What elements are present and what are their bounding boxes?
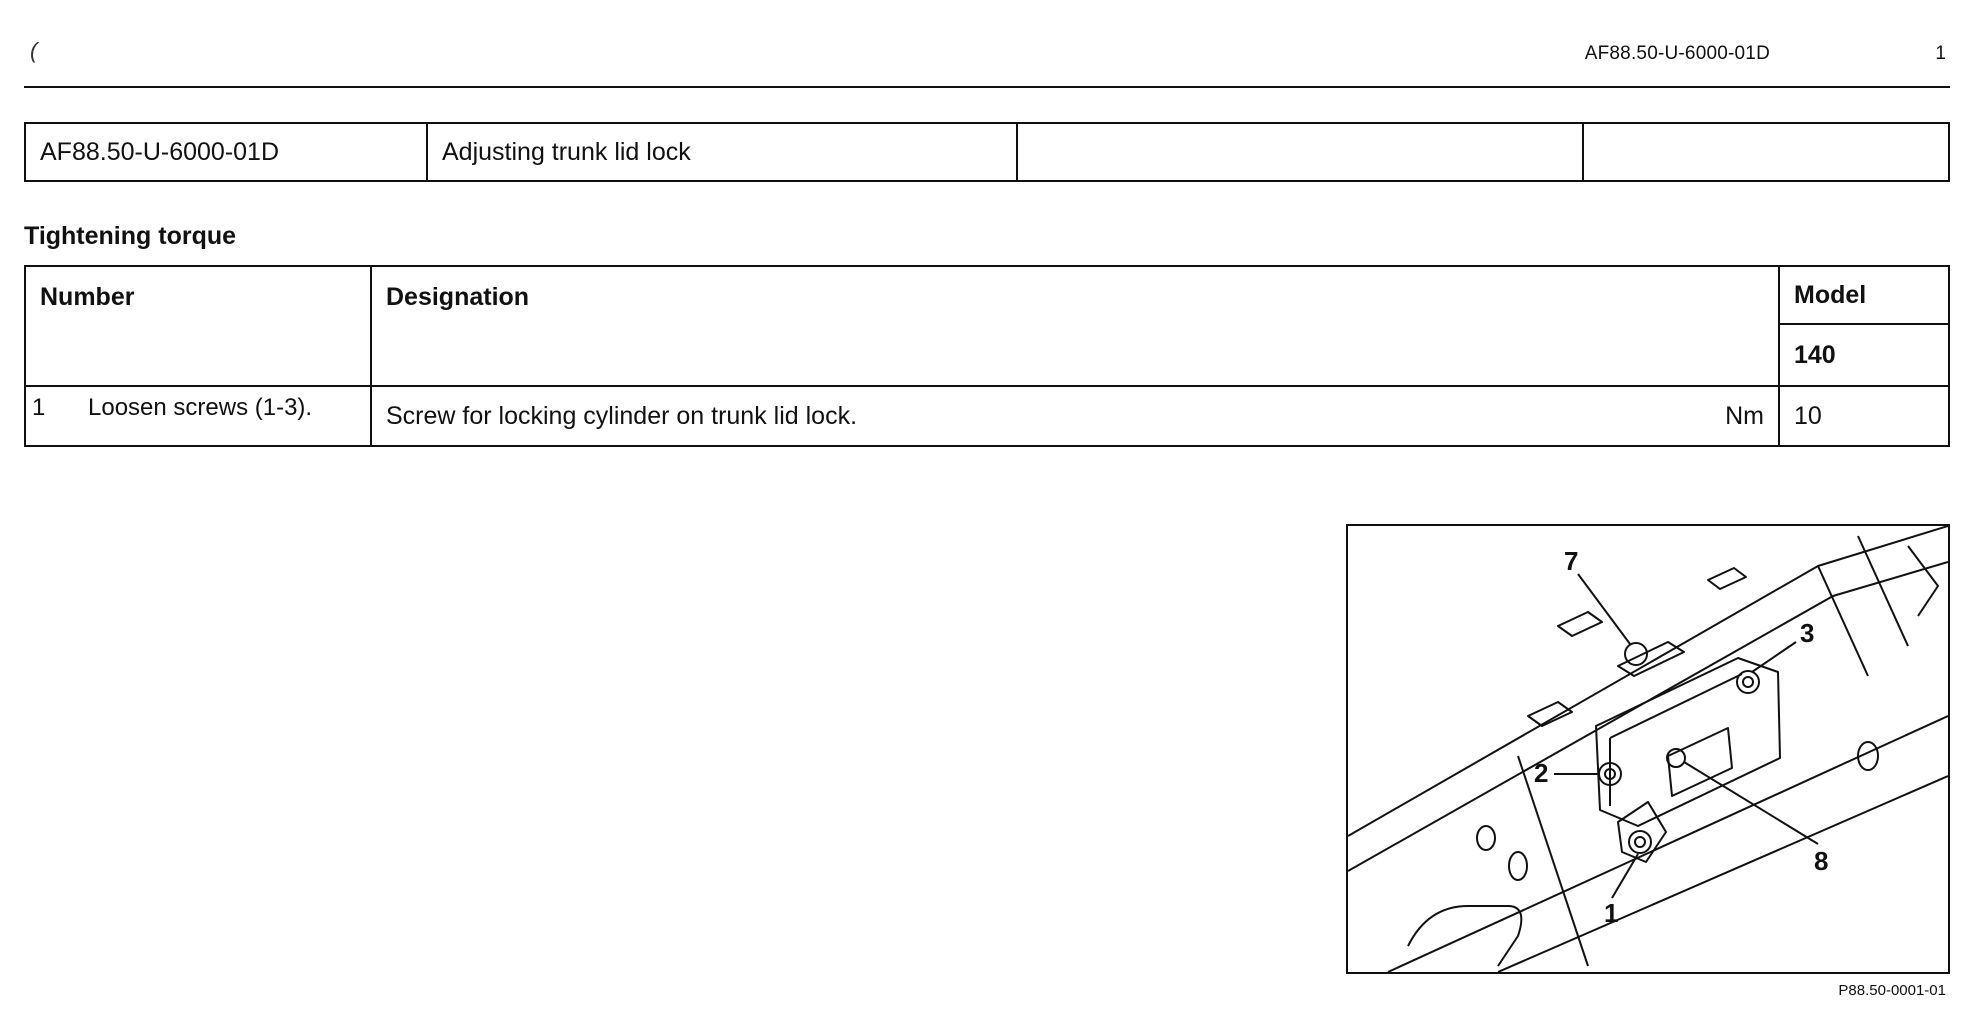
leader-line-3: [1751, 641, 1797, 673]
torque-table: Number Designation Model 140 Screw for l…: [24, 265, 1950, 447]
title-block: AF88.50-U-6000-01D Adjusting trunk lid l…: [24, 122, 1950, 182]
figure-caption: P88.50-0001-01: [1838, 982, 1946, 999]
model-value: 140: [1778, 323, 1950, 387]
adjuster-8: [1666, 748, 1686, 768]
step-number: 1: [32, 394, 46, 421]
callout-label: 2: [1534, 758, 1548, 788]
leader-line-7: [1577, 573, 1631, 645]
screw-1: [1628, 830, 1652, 854]
header-mark: (: [30, 38, 38, 63]
title-block-code: AF88.50-U-6000-01D: [24, 122, 428, 182]
torque-table-model-row: 140: [25, 323, 1950, 387]
row-designation-cell: Screw for locking cylinder on trunk lid …: [370, 385, 1780, 447]
step-text: Loosen screws (1-3).: [88, 394, 313, 421]
title-block-row: AF88.50-U-6000-01D Adjusting trunk lid l…: [24, 122, 1950, 182]
panel-edge-upper: [1348, 526, 1948, 837]
row-designation: Screw for locking cylinder on trunk lid …: [386, 401, 858, 430]
locking-cylinder-head: [1624, 642, 1648, 666]
panel-bracket: [1907, 545, 1939, 617]
lock-latch: [1617, 801, 1667, 863]
screw-3-head: [1742, 676, 1754, 688]
panel-rib: [1817, 535, 1909, 677]
leader-line-8: [1683, 761, 1819, 845]
trunk-lock-drawing: 7 3 2 8 1: [1348, 526, 1948, 972]
slot-tab: [1707, 567, 1747, 590]
step-item: 1 Loosen screws (1-3).: [32, 394, 312, 422]
column-header-model: Model: [1778, 265, 1950, 325]
column-header-designation: Designation: [370, 265, 1780, 387]
column-header-number: Number: [24, 265, 372, 387]
bumper-edge: [1387, 715, 1948, 972]
leader-line-1: [1611, 853, 1639, 899]
lock-body: [1667, 727, 1733, 797]
callout-label: 1: [1604, 898, 1618, 928]
torque-table-header-row: Number Designation Model: [24, 265, 1950, 387]
screw-1-head: [1634, 836, 1646, 848]
row-number: [24, 385, 372, 447]
screw-2: [1598, 762, 1622, 786]
row-value: 10: [1778, 385, 1950, 447]
body-hole: [1857, 741, 1879, 771]
callout-label: 3: [1800, 618, 1814, 648]
body-hole: [1476, 825, 1496, 851]
header-document-code: AF88.50-U-6000-01D: [1584, 43, 1770, 64]
slot-tab: [1557, 611, 1603, 637]
screw-3: [1736, 670, 1760, 694]
screw-2-head: [1604, 768, 1616, 780]
lock-housing: [1595, 657, 1781, 827]
lock-housing-inner: [1609, 673, 1743, 806]
header-rule: [24, 86, 1950, 88]
locking-cylinder: [1617, 641, 1685, 677]
panel-fold: [1517, 755, 1589, 967]
header-page-number: 1: [1935, 43, 1946, 64]
body-hole: [1508, 851, 1528, 881]
bumper-edge-lower: [1497, 775, 1948, 972]
title-block-empty-cell: [1016, 122, 1584, 182]
title-block-empty-cell: [1582, 122, 1950, 182]
title-block-title: Adjusting trunk lid lock: [426, 122, 1018, 182]
callout-label: 8: [1814, 846, 1828, 876]
panel-edge-lower: [1348, 561, 1948, 872]
callout-label: 7: [1564, 546, 1578, 576]
slot-tab: [1527, 701, 1573, 727]
handle-recess: [1407, 905, 1523, 967]
row-unit: Nm: [1725, 401, 1764, 430]
table-row: Screw for locking cylinder on trunk lid …: [24, 385, 1950, 447]
section-heading: Tightening torque: [24, 222, 237, 250]
trunk-lock-illustration: 7 3 2 8 1: [1346, 524, 1950, 974]
